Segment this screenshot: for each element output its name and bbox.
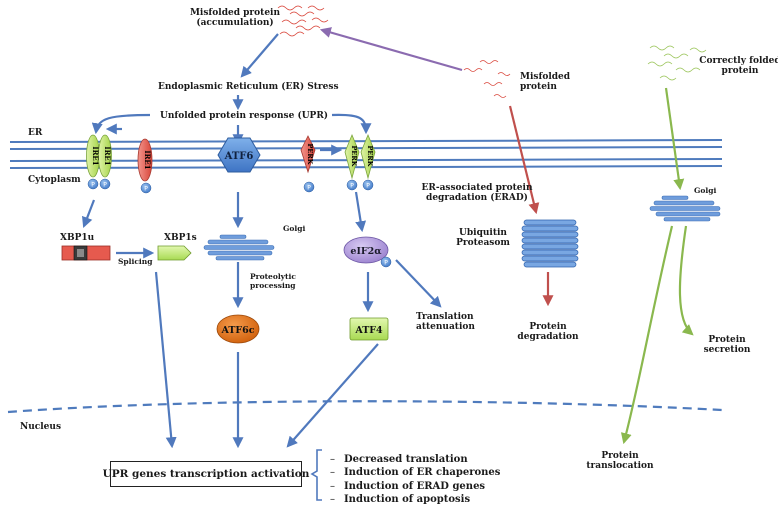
phospho-label: P [384, 260, 388, 267]
outcome-item: –Induction of ER chaperones [330, 467, 501, 479]
outcome-item: –Induction of apoptosis [330, 493, 471, 505]
perk-label: PERK [306, 144, 314, 165]
atf4-label: ATF4 [354, 325, 383, 336]
label-line: attenuation [416, 322, 475, 333]
outcomes-bracket [310, 449, 322, 501]
misfolded-accumulation-label: Misfolded protein (accumulation) [180, 8, 290, 29]
splicing-label: Splicing [118, 257, 153, 266]
label-line: protein [520, 82, 557, 93]
protein-secretion-label: Protein secretion [694, 335, 760, 356]
phospho-label: P [366, 183, 370, 190]
proteolytic-label: Proteolytic processing [250, 272, 296, 290]
label-line: degradation (ERAD) [426, 193, 528, 204]
phospho-label: P [307, 185, 311, 192]
protein-degradation-label: Protein degradation [512, 322, 584, 343]
atf6c-node: ATF6c [216, 314, 260, 344]
label-line: Ubiquitin [459, 228, 507, 238]
cytoplasm-label: Cytoplasm [28, 175, 81, 185]
ire1-monomer: IRE1 P [137, 138, 153, 194]
nuclear-envelope [7, 400, 723, 414]
outcome-text: Decreased translation [344, 454, 468, 465]
outcome-item: –Decreased translation [330, 454, 468, 465]
perk-label: PERK [350, 146, 358, 167]
xbp1s-label: XBP1s [164, 233, 197, 243]
correctly-folded-label: Correctly folded protein [698, 56, 778, 77]
label-line: Protein [601, 451, 639, 461]
label-line: translocation [586, 461, 654, 472]
phospho-label: P [91, 182, 95, 189]
label-line: Proteasom [456, 238, 510, 249]
outcome-text: Induction of apoptosis [344, 493, 471, 505]
ire1-label: IRE1 [143, 150, 152, 169]
outcome-text: Induction of ERAD genes [344, 480, 486, 492]
label-line: Correctly folded [699, 56, 778, 66]
blue-arrows [82, 33, 442, 449]
proteasome-icon [521, 219, 579, 268]
protein-translocation-label: Protein translocation [580, 451, 660, 472]
label-line: Protein [708, 335, 746, 345]
misfolded-protein-icon [463, 60, 511, 98]
label-line: Proteolytic [250, 272, 296, 281]
golgi-right-icon [649, 195, 721, 222]
atf6-label: ATF6 [224, 151, 254, 162]
perk-monomer: PERK P [300, 135, 316, 193]
label-line: processing [250, 280, 296, 290]
misfolded-protein-label: Misfolded protein [520, 72, 570, 93]
phospho-label: P [103, 182, 107, 189]
eif2a-node: eIF2α P [343, 236, 392, 268]
golgi-left-icon [203, 234, 275, 261]
label-line: Misfolded [520, 72, 571, 82]
misfolded-protein-cluster-icon [277, 5, 329, 37]
upr-label: Unfolded protein response (UPR) [160, 111, 329, 121]
xbp1s-node [157, 245, 192, 261]
red-arrows [508, 105, 554, 307]
ire1-label: IRE1 [91, 146, 100, 165]
er-stress-label: Endoplasmic Reticulum (ER) Stress [158, 82, 339, 92]
translation-attenuation-label: Translation attenuation [416, 312, 475, 333]
label-line: Misfolded protein [189, 8, 281, 18]
er-label: ER [28, 128, 43, 138]
phospho-label: P [144, 186, 148, 193]
label-line: protein [721, 66, 759, 77]
label-line: (accumulation) [196, 18, 274, 29]
purple-arrow [319, 27, 463, 72]
golgi-label: Golgi [283, 224, 306, 233]
golgi-right-label: Golgi [694, 186, 717, 195]
label-line: degradation [517, 332, 579, 343]
eif2a-label: eIF2α [350, 246, 382, 257]
xbp1u-node [61, 245, 111, 261]
nucleus-label: Nucleus [20, 422, 62, 432]
label-line: ER-associated protein [421, 183, 533, 193]
phospho-label: P [350, 183, 354, 190]
outcomes-list: –Decreased translation –Induction of ER … [330, 453, 500, 506]
erad-label: ER-associated protein degradation (ERAD) [416, 183, 538, 204]
ubiquitin-proteasom-label: Ubiquitin Proteasom [446, 228, 520, 249]
transcription-activation-box: UPR genes transcription activation [103, 461, 309, 487]
label-line: Translation [416, 312, 474, 322]
perk-dimer: PERK PERK P P [344, 133, 376, 191]
atf6c-label: ATF6c [220, 325, 254, 336]
atf4-node: ATF4 [349, 317, 389, 341]
ire1-label: IRE1 [103, 146, 112, 165]
xbp1u-label: XBP1u [60, 233, 95, 243]
label-line: secretion [703, 345, 751, 356]
green-arrows [620, 87, 694, 445]
outcome-text: Induction of ER chaperones [344, 467, 501, 479]
label-line: Protein [529, 322, 567, 332]
ire1-dimer: IRE1 IRE1 P P [86, 134, 112, 190]
outcome-item: –Induction of ERAD genes [330, 480, 486, 492]
atf6-node: ATF6 [217, 137, 261, 173]
correctly-folded-protein-icon [647, 45, 707, 81]
perk-label: PERK [366, 146, 374, 167]
